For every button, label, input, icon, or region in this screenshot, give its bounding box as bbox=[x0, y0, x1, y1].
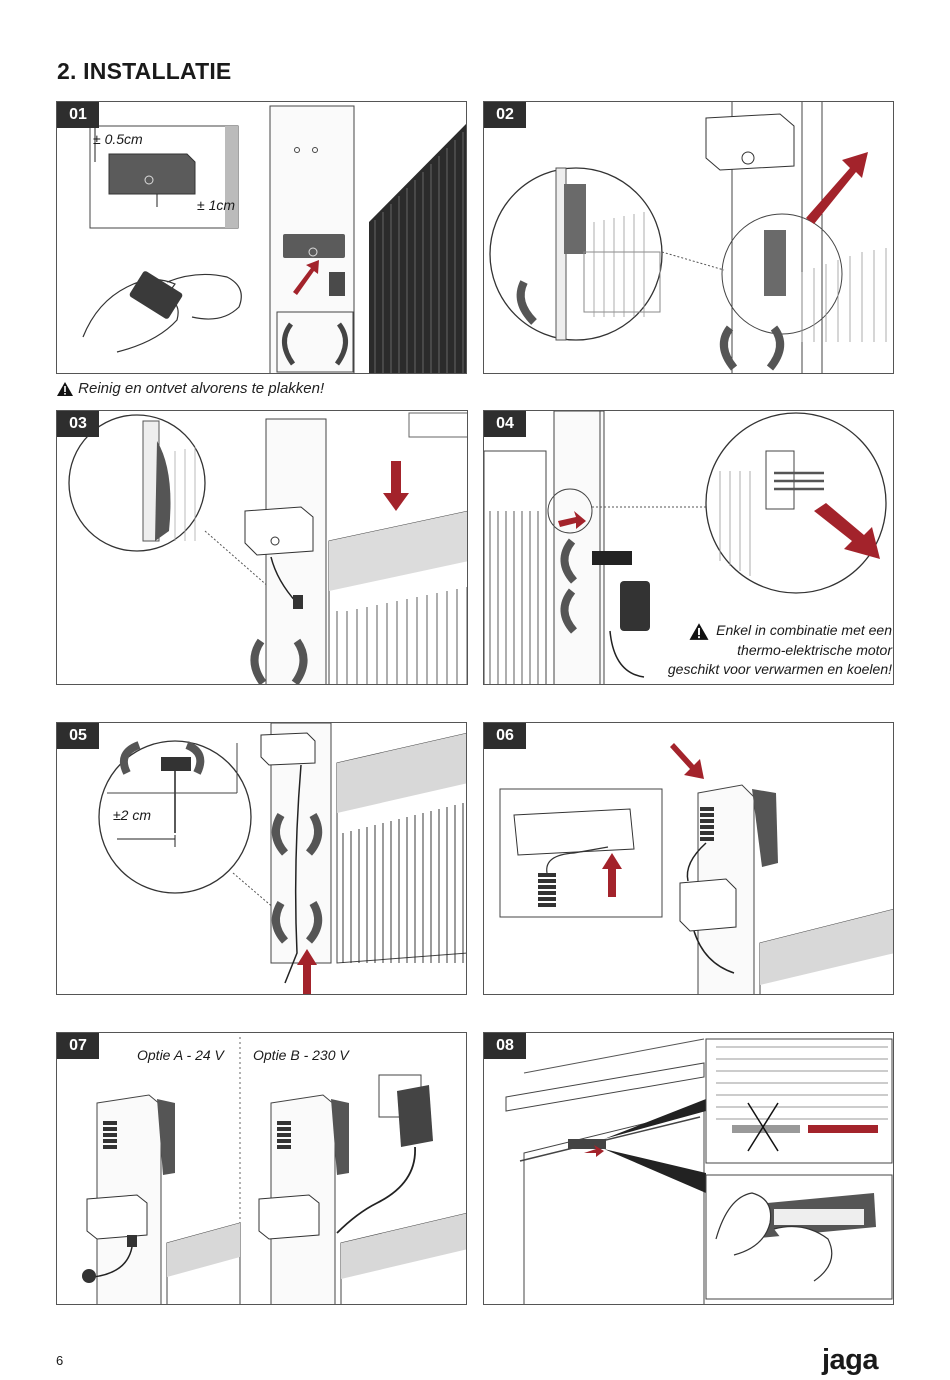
thermo-motor-note-line-2: thermo-elektrische motor bbox=[737, 641, 892, 658]
step-number-03: 03 bbox=[57, 411, 99, 437]
cleaning-warning-note: Reinig en ontvet alvorens te plakken! bbox=[56, 380, 324, 397]
step-panel-06: 06 bbox=[483, 722, 894, 995]
cleaning-warning-text: Reinig en ontvet alvorens te plakken! bbox=[78, 380, 325, 397]
step-number-08: 08 bbox=[484, 1033, 526, 1059]
step-number-04: 04 bbox=[484, 411, 526, 437]
measure-label-two-cm: ±2 cm bbox=[113, 807, 152, 823]
thermo-motor-note: Enkel in combinatie met een thermo-elekt… bbox=[660, 621, 892, 679]
illustration-cable-routing bbox=[98, 723, 466, 994]
illustration-valve-connection bbox=[484, 411, 887, 684]
illustration-sensor-wiring bbox=[68, 412, 467, 684]
illustration-cover-placement bbox=[505, 1038, 893, 1304]
step-number-06: 06 bbox=[484, 723, 526, 749]
step-panel-04: 04 Enkel in combinatie met een bbox=[483, 410, 894, 685]
measure-label-one-cm: ± 1cm bbox=[197, 197, 236, 213]
step-number-02: 02 bbox=[484, 102, 526, 128]
option-a-label: Optie A - 24 V bbox=[137, 1047, 224, 1063]
thermo-motor-note-line-1: Enkel in combinatie met een bbox=[716, 622, 892, 638]
thermo-motor-note-line-3: geschikt voor verwarmen en koelen! bbox=[667, 660, 892, 677]
step-number-07: 07 bbox=[57, 1033, 99, 1059]
illustration-clip-mount bbox=[489, 102, 887, 373]
measure-label-half-cm: ± 0.5cm bbox=[93, 131, 143, 147]
brand-logo: jaga bbox=[822, 1344, 879, 1376]
page-number: 6 bbox=[56, 1353, 64, 1368]
step-panel-03: 03 bbox=[56, 410, 468, 685]
step-panel-05: 05 ±2 cm bbox=[56, 722, 467, 995]
warning-triangle-icon bbox=[57, 382, 73, 397]
option-b-label: Optie B - 230 V bbox=[253, 1047, 349, 1063]
illustration-cable-coil bbox=[499, 743, 893, 994]
step-number-05: 05 bbox=[57, 723, 99, 749]
step-panel-07: 07 Optie A - 24 V Optie B - 230 V bbox=[56, 1032, 467, 1305]
illustration-power-options bbox=[82, 1037, 466, 1304]
illustration-sensor-placement bbox=[82, 105, 466, 373]
step-panel-02: 02 bbox=[483, 101, 894, 374]
step-number-01: 01 bbox=[57, 102, 99, 128]
step-panel-01: 01 ± 0.5cm ± bbox=[56, 101, 467, 374]
step-panel-08: 08 bbox=[483, 1032, 894, 1305]
warning-triangle-icon bbox=[689, 622, 709, 640]
section-title: 2. INSTALLATIE bbox=[57, 58, 232, 84]
